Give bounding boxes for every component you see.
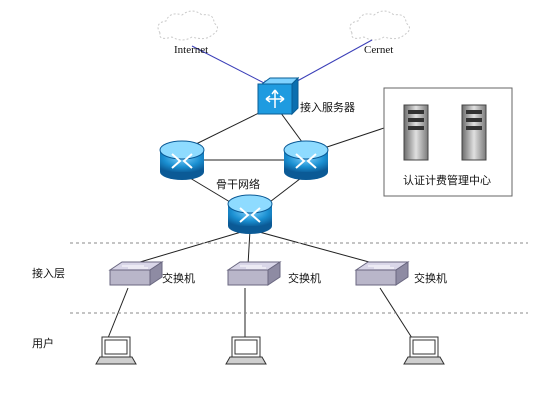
backbone-label: 骨干网络 xyxy=(216,179,260,191)
switch-icon xyxy=(354,261,410,286)
cernet-cloud-icon xyxy=(349,10,410,41)
router-right-icon xyxy=(283,140,329,180)
laptop-icon xyxy=(403,336,445,365)
access-server-icon xyxy=(257,76,300,116)
user-layer-label: 用户 xyxy=(32,338,54,350)
switch-icon xyxy=(108,261,164,286)
access-server-label: 接入服务器 xyxy=(300,102,355,114)
access-layer-label: 接入层 xyxy=(32,268,65,280)
laptop-icon xyxy=(225,336,267,365)
switch-icon xyxy=(226,261,282,286)
cernet-label: Cernet xyxy=(364,44,394,56)
server-icon xyxy=(403,104,429,161)
server-icon xyxy=(461,104,487,161)
laptop-icon xyxy=(95,336,137,365)
router-backbone-icon xyxy=(227,194,273,234)
internet-cloud-icon xyxy=(157,10,218,41)
router-left-icon xyxy=(159,140,205,180)
switch-label-2: 交换机 xyxy=(288,273,321,285)
internet-label: Internet xyxy=(174,44,209,56)
internet-link xyxy=(191,45,269,86)
switch-label-1: 交换机 xyxy=(162,273,195,285)
cernet-link xyxy=(289,39,373,86)
switch-label-3: 交换机 xyxy=(414,273,447,285)
auth-center-label: 认证计费管理中心 xyxy=(403,175,491,187)
